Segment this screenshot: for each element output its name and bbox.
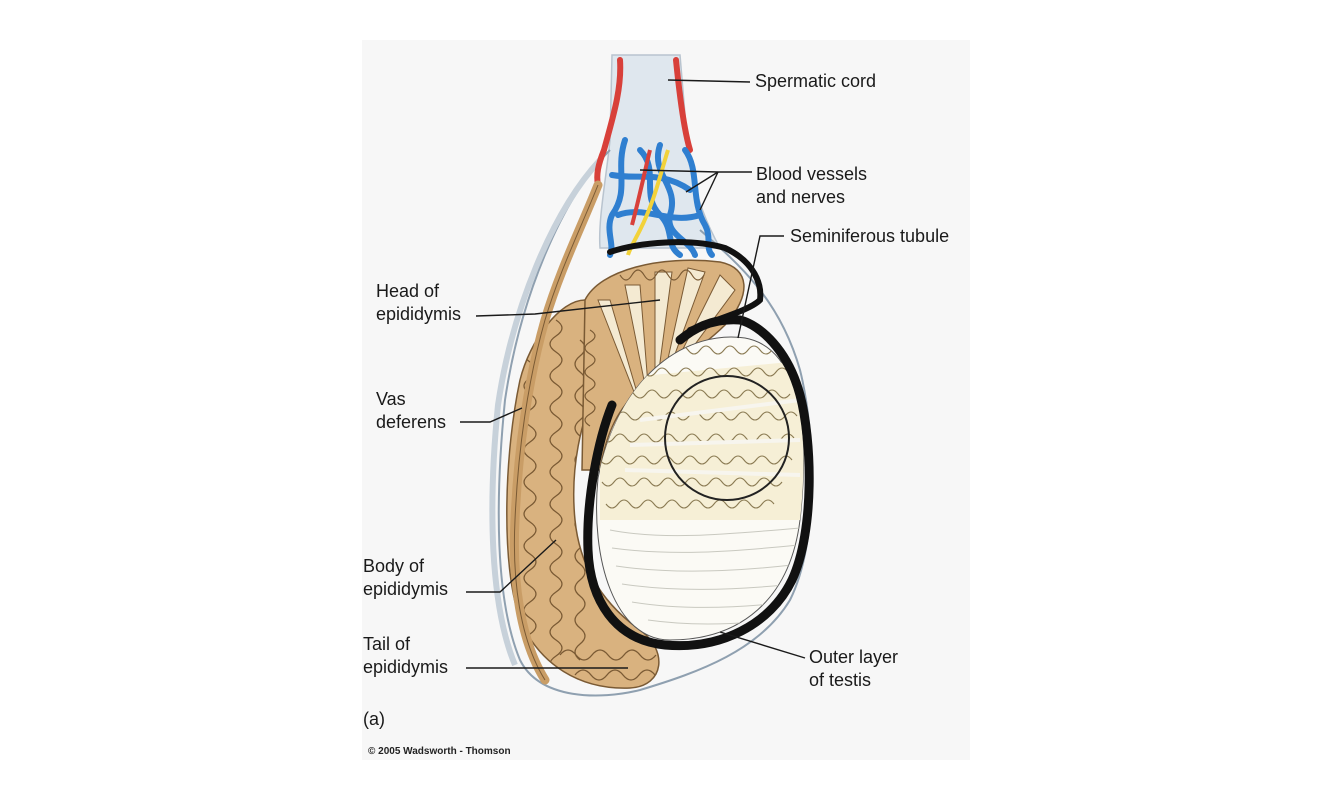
label-tail-epididymis-line1: Tail of (363, 634, 411, 654)
label-blood-vessels-line2: and nerves (756, 187, 846, 207)
leader-spermatic-cord (667, 79, 751, 83)
artery-right (673, 57, 693, 153)
label-vas-deferens-line2: deferens (376, 412, 447, 432)
label-tail-epididymis-line2: epididymis (363, 657, 449, 677)
label-seminiferous-tubule: Seminiferous tubule (790, 226, 950, 246)
outer-layer-of-testis (583, 315, 814, 651)
label-vas-deferens-line1: Vas (376, 389, 406, 409)
label-body-epididymis-line1: Body of (363, 556, 425, 576)
tunic-outline (497, 149, 813, 697)
label-spermatic-cord: Spermatic cord (755, 71, 877, 91)
tunic-inner-band (489, 157, 603, 667)
vas-deferens-edge (513, 184, 599, 681)
magnifier-circle (664, 375, 790, 501)
outer-layer-upper (607, 239, 764, 333)
artery-left (594, 57, 624, 188)
label-blood-vessels-line1: Blood vessels (756, 164, 868, 184)
leader-outer-layer (719, 631, 806, 659)
label-outer-layer-line2: of testis (809, 670, 872, 690)
leader-vas-deferens (460, 407, 523, 423)
head-lobules (584, 267, 736, 427)
leader-head-epididymis (475, 299, 661, 317)
label-body-epididymis-line2: epididymis (363, 579, 449, 599)
leader-blood-vessels-3 (699, 171, 719, 211)
copyright-credit: © 2005 Wadsworth - Thomson (368, 746, 511, 757)
label-head-epididymis-line1: Head of (376, 281, 440, 301)
leader-seminiferous-tubule (737, 235, 784, 339)
leader-blood-vessels-2 (685, 171, 719, 193)
label-head-epididymis-line2: epididymis (376, 304, 462, 324)
label-outer-layer-line1: Outer layer (809, 647, 899, 667)
panel-letter: (a) (363, 709, 385, 729)
testicular-artery (630, 149, 652, 226)
leader-lines (460, 79, 806, 669)
leader-body-epididymis (466, 539, 557, 593)
